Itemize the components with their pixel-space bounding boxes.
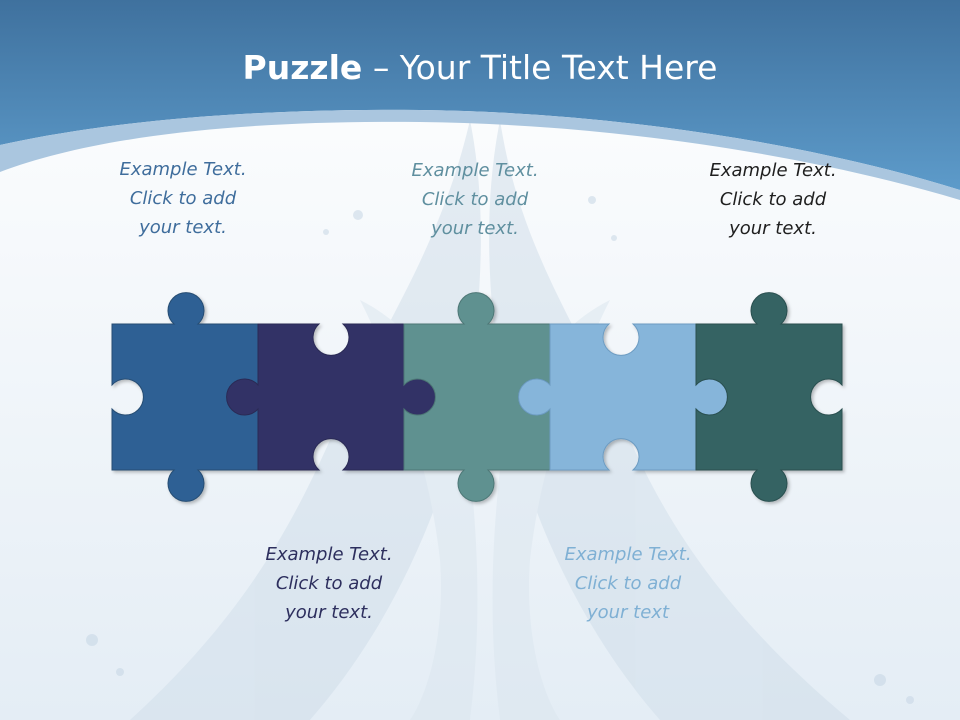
caption-2[interactable]: Example Text. Click to add your text. — [385, 156, 565, 243]
caption-5-line2: Click to add — [574, 573, 682, 594]
caption-2-line2: Click to add — [421, 189, 529, 210]
caption-5[interactable]: Example Text. Click to add your text — [538, 540, 718, 627]
puzzle-piece-1[interactable] — [111, 292, 259, 502]
caption-1-line3: your text. — [139, 217, 227, 238]
caption-4[interactable]: Example Text. Click to add your text. — [239, 540, 419, 627]
slide-title-bold: Puzzle — [242, 48, 363, 87]
caption-3-line2: Click to add — [719, 189, 827, 210]
caption-3-line1: Example Text. — [709, 160, 837, 181]
header-swoosh — [0, 109, 960, 200]
slide-title-rest: – Your Title Text Here — [362, 48, 718, 87]
caption-1-line2: Click to add — [129, 188, 237, 209]
caption-1[interactable]: Example Text. Click to add your text. — [93, 155, 273, 242]
caption-4-line1: Example Text. — [265, 544, 393, 565]
caption-2-line3: your text. — [431, 218, 519, 239]
caption-3[interactable]: Example Text. Click to add your text. — [683, 156, 863, 243]
caption-5-line3: your text — [586, 602, 670, 623]
caption-4-line3: your text. — [285, 602, 373, 623]
caption-4-line2: Click to add — [275, 573, 383, 594]
caption-5-line1: Example Text. — [564, 544, 692, 565]
caption-2-line1: Example Text. — [411, 160, 539, 181]
caption-3-line3: your text. — [729, 218, 817, 239]
header-band — [0, 0, 960, 190]
slide-title[interactable]: Puzzle – Your Title Text Here — [0, 48, 960, 87]
caption-1-line1: Example Text. — [119, 159, 247, 180]
puzzle-piece-5[interactable] — [695, 292, 843, 502]
